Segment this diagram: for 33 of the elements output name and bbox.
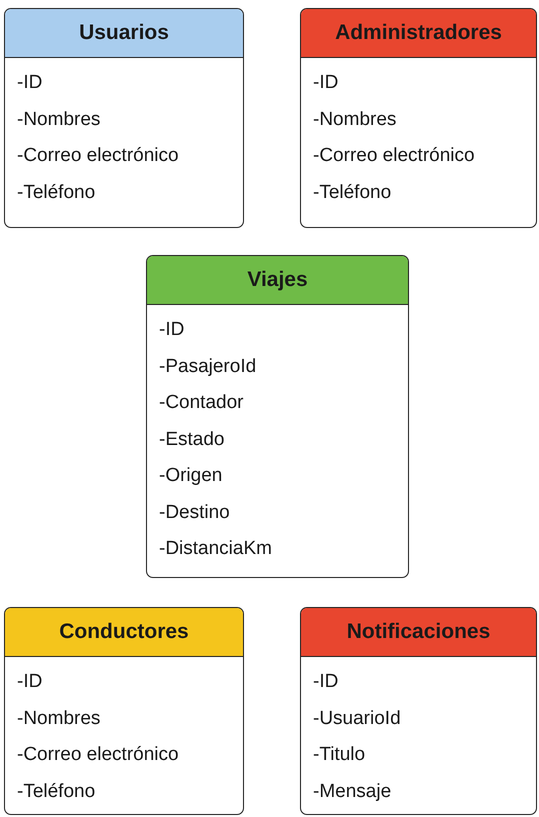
entity-table bbox=[300, 8, 537, 228]
table-header: Administradores bbox=[301, 9, 536, 58]
attribute-text: -Nombres bbox=[17, 108, 100, 132]
attribute-text: -Origen bbox=[159, 464, 222, 488]
attribute-text: -Titulo bbox=[313, 743, 366, 767]
attribute-text: -ID bbox=[313, 670, 338, 694]
entity-table bbox=[4, 607, 244, 815]
attribute-text: -ID bbox=[17, 670, 42, 694]
attribute-text: -Estado bbox=[159, 428, 224, 452]
attribute-text: -ID bbox=[17, 71, 42, 95]
table-header: Usuarios bbox=[5, 9, 243, 58]
attribute-text: -UsuarioId bbox=[313, 706, 401, 730]
attribute-text: -Teléfono bbox=[17, 180, 96, 204]
attribute-text: -Contador bbox=[159, 391, 244, 415]
entity-table bbox=[4, 8, 244, 228]
attribute-text: -PasajeroId bbox=[159, 354, 256, 378]
table-header: Viajes bbox=[147, 256, 408, 305]
attribute-text: -Destino bbox=[159, 500, 230, 524]
table-header: Notificaciones bbox=[301, 608, 536, 657]
entity-table bbox=[300, 607, 537, 815]
attribute-text: -Nombres bbox=[313, 108, 396, 132]
attribute-text: -Teléfono bbox=[313, 180, 392, 204]
attribute-text: -ID bbox=[313, 71, 338, 95]
attribute-text: -Correo electrónico bbox=[17, 743, 179, 767]
attribute-text: -Teléfono bbox=[17, 780, 96, 804]
attribute-text: -Correo electrónico bbox=[313, 144, 475, 168]
attribute-text: -DistanciaKm bbox=[159, 537, 272, 561]
entity-table bbox=[146, 255, 409, 578]
table-header: Conductores bbox=[5, 608, 243, 657]
attribute-text: -Mensaje bbox=[313, 780, 392, 804]
attribute-text: -Nombres bbox=[17, 706, 100, 730]
attribute-text: -Correo electrónico bbox=[17, 144, 179, 168]
attribute-text: -ID bbox=[159, 318, 184, 342]
